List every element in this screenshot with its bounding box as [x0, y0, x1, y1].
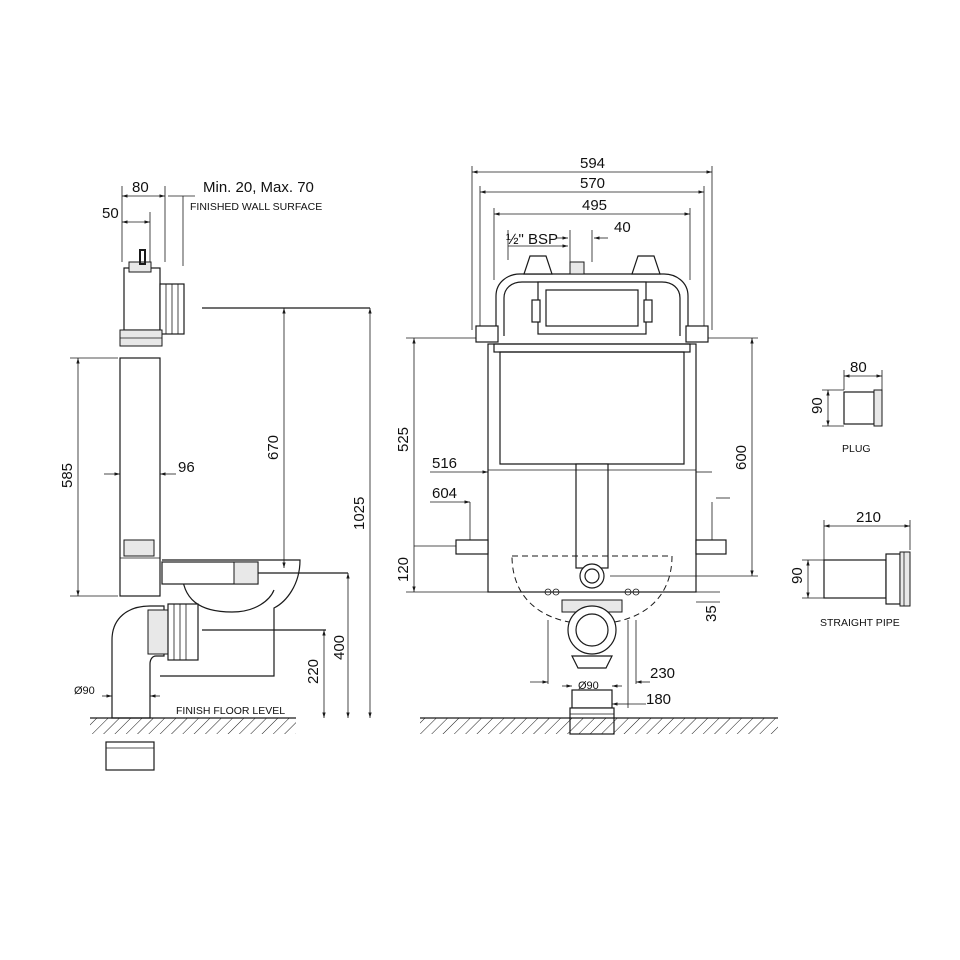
- dim-594: 594: [580, 155, 605, 172]
- plug-accessory: 80 90 PLUG: [809, 359, 883, 455]
- dim-wall-range: Min. 20, Max. 70: [203, 179, 314, 196]
- dim-516: 516: [432, 455, 457, 472]
- dim-585: 585: [59, 463, 76, 488]
- side-waste-elbow: [111, 603, 199, 719]
- dim-670: 670: [265, 435, 282, 460]
- dim-400: 400: [331, 635, 348, 660]
- front-view: 594 570 495 ½" BSP 40: [395, 155, 778, 735]
- dim-525: 525: [395, 427, 412, 452]
- dim-120: 120: [395, 557, 412, 582]
- side-top-dims: 80 50 Min. 20, Max. 70 FINISHED WALL SUR…: [102, 179, 322, 266]
- front-brackets: [455, 502, 727, 555]
- pipe-height: 90: [789, 567, 806, 584]
- front-waste-connector: [561, 599, 623, 735]
- dim-80: 80: [132, 179, 149, 196]
- front-top-dims: 594 570 495 ½" BSP 40: [471, 155, 713, 330]
- plug-height: 90: [809, 397, 826, 414]
- front-frame-top: [475, 255, 709, 343]
- side-cistern-body: [119, 357, 161, 597]
- side-view: 80 50 Min. 20, Max. 70 FINISHED WALL SUR…: [59, 179, 372, 771]
- dim-35: 35: [703, 605, 720, 622]
- plug-width: 80: [850, 359, 867, 376]
- dim-dia90-side: Ø90: [74, 685, 95, 697]
- dim-495: 495: [582, 197, 607, 214]
- dim-230: 230: [650, 665, 675, 682]
- front-bowl: [511, 555, 673, 625]
- front-tank: [487, 343, 697, 593]
- dim-40: 40: [614, 219, 631, 236]
- dim-220: 220: [305, 659, 322, 684]
- side-bowl: [160, 559, 348, 677]
- dim-604: 604: [432, 485, 457, 502]
- side-cistern-top: [119, 249, 185, 347]
- dim-180: 180: [646, 691, 671, 708]
- finish-floor-label: FINISH FLOOR LEVEL: [176, 705, 285, 717]
- plug-label: PLUG: [842, 443, 871, 455]
- finished-wall-label: FINISHED WALL SURFACE: [190, 201, 322, 213]
- dim-96: 96: [178, 459, 195, 476]
- dim-1025: 1025: [351, 497, 368, 530]
- dim-570: 570: [580, 175, 605, 192]
- dim-dia90-front: Ø90: [578, 680, 599, 692]
- dim-600: 600: [733, 445, 750, 470]
- dim-50: 50: [102, 205, 119, 222]
- straight-pipe-accessory: 210 90 STRAIGHT PIPE: [789, 509, 911, 629]
- pipe-width: 210: [856, 509, 881, 526]
- pipe-label: STRAIGHT PIPE: [820, 617, 900, 629]
- dim-bsp: ½" BSP: [506, 231, 558, 248]
